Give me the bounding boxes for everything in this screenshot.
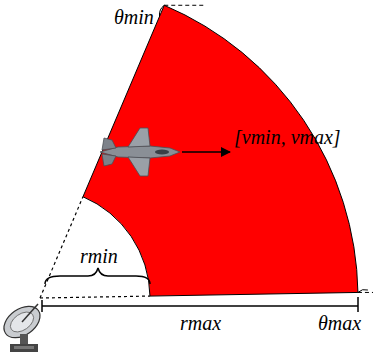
boundary-dotted — [40, 197, 83, 298]
angle-label: θmin — [114, 6, 154, 28]
angle-label: θmax — [318, 312, 361, 334]
velocity-arrow — [182, 151, 230, 153]
radius-label: rmin — [80, 245, 118, 267]
velocity-range-label: [vmin, vmax] — [234, 126, 341, 148]
dimension-tick — [357, 297, 359, 312]
rmin-brace — [45, 268, 150, 284]
boundary-dotted — [40, 296, 150, 298]
radar-icon — [0, 300, 46, 352]
angle-arc — [358, 290, 368, 293]
angle-reference — [164, 5, 205, 6]
angle-arc — [159, 5, 164, 16]
radius-label: rmax — [180, 312, 221, 334]
coverage-sector — [83, 5, 358, 296]
angle-reference — [358, 292, 373, 293]
jet-icon — [100, 128, 180, 176]
dimension-tick — [41, 300, 43, 312]
rmax-dimension — [42, 305, 358, 307]
